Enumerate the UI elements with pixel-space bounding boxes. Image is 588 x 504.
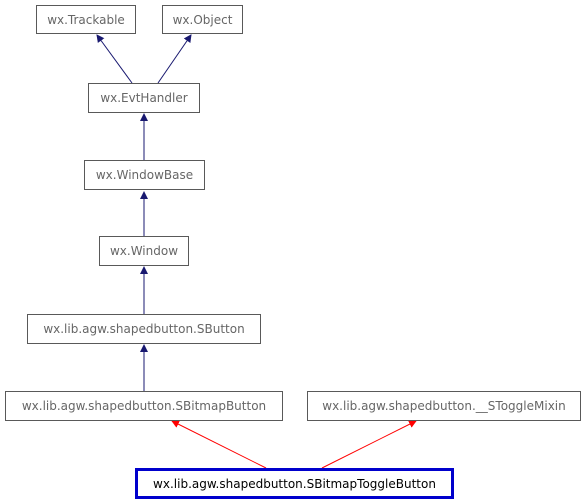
node-wx-evthandler[interactable]: wx.EvtHandler: [88, 83, 200, 113]
node-sbutton[interactable]: wx.lib.agw.shapedbutton.SButton: [27, 314, 261, 344]
edge-sbitmaptogglebutton-to-sbitmapbutton: [171, 420, 267, 469]
node-wx-trackable[interactable]: wx.Trackable: [36, 5, 136, 34]
node-wx-window[interactable]: wx.Window: [99, 236, 189, 266]
node-wx-object[interactable]: wx.Object: [162, 5, 243, 34]
edge-evthandler-to-object: [157, 34, 192, 84]
edge-evthandler-to-trackable: [96, 34, 133, 84]
edge-sbitmaptogglebutton-to-stogglemixin: [321, 420, 417, 469]
node-sbitmapbutton[interactable]: wx.lib.agw.shapedbutton.SBitmapButton: [5, 391, 283, 421]
node-wx-windowbase[interactable]: wx.WindowBase: [84, 160, 205, 190]
node-sbitmaptogglebutton-current[interactable]: wx.lib.agw.shapedbutton.SBitmapToggleBut…: [135, 468, 454, 499]
node-stogglemixin[interactable]: wx.lib.agw.shapedbutton.__SToggleMixin: [307, 391, 581, 421]
